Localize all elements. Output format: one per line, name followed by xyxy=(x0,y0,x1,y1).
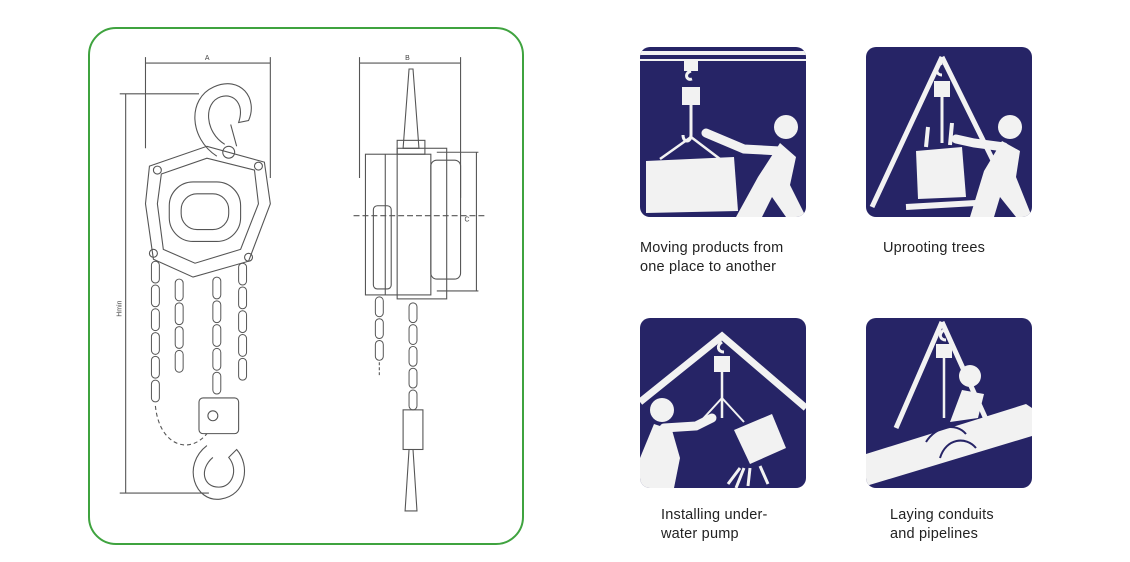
moving-products-pictogram xyxy=(640,47,806,217)
dim-label-hmin: Hmin xyxy=(117,300,124,316)
moving-products-caption: Moving products from one place to anothe… xyxy=(640,240,784,275)
dim-label-b: B xyxy=(405,55,410,62)
uprooting-trees-caption: Uprooting trees xyxy=(883,240,986,256)
installing-pump-caption: Installing under- water pump xyxy=(661,507,768,542)
technical-drawing-frame: A B C Hmin xyxy=(88,27,524,545)
laying-conduits-caption: Laying conduits and pipelines xyxy=(890,507,994,542)
dim-label-c: C xyxy=(465,217,470,224)
installing-pump-pictogram xyxy=(640,318,806,488)
dim-label-a: A xyxy=(205,55,210,62)
laying-conduits-pictogram xyxy=(866,318,1032,488)
uprooting-trees-pictogram xyxy=(866,47,1032,217)
chain-hoist-drawing: A B C Hmin xyxy=(117,55,487,512)
